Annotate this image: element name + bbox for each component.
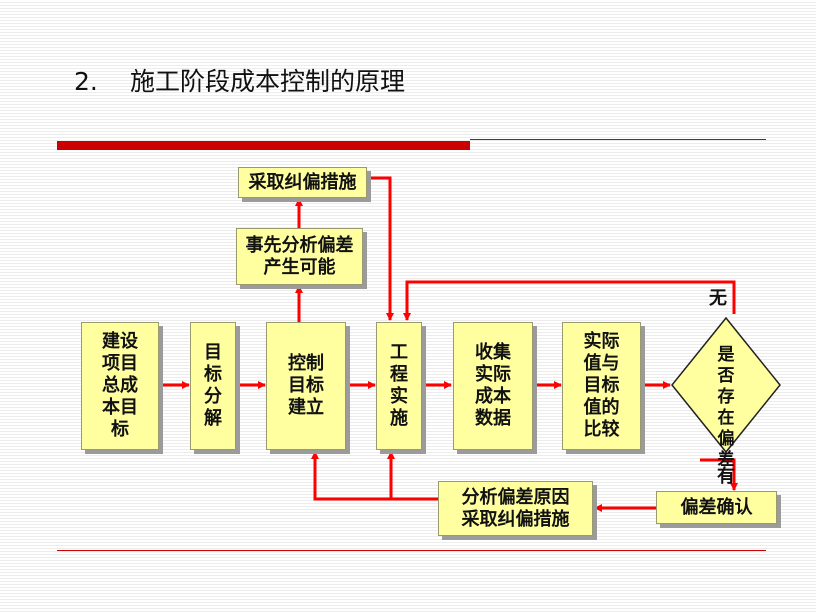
arrow-analyze-to-setup [311,451,438,501]
decision-diamond [671,316,781,454]
arrow-exists-to-confirm [700,458,738,491]
box-actual-vs-target: 实际 值与 目标 值的 比较 [562,322,641,450]
box-collect-actual-cost: 收集 实际 成本 数据 [453,322,533,450]
box-project-implementation: 工 程 实 施 [376,322,422,450]
box-corrective-measures: 采取纠偏措施 [238,167,367,198]
arrow-none-loop [403,280,736,321]
title-thin-rule [470,139,766,140]
box-deviation-confirmation: 偏差确认 [656,491,777,524]
box-control-target-setup: 控制 目标 建立 [266,322,346,450]
section-number: 2. [74,67,98,96]
footer-rule [57,550,766,551]
page-title: 2. 施工阶段成本控制的原理 [74,62,405,98]
box-preanalyze-deviation: 事先分析偏差 产生可能 [236,228,363,285]
title-underline [57,141,470,150]
box-target-decomposition: 目 标 分 解 [190,322,236,450]
branch-label-exists: 有 [717,466,735,487]
box-analyze-cause: 分析偏差原因 采取纠偏措施 [438,481,593,536]
box-total-cost-target: 建设 项目 总成 本目 标 [81,322,159,450]
arrow-measures-to-implement [367,176,394,321]
branch-label-none: 无 [709,288,727,309]
decision-label: 是 否 存 在 偏差 [717,345,735,470]
section-title: 施工阶段成本控制的原理 [130,67,406,96]
